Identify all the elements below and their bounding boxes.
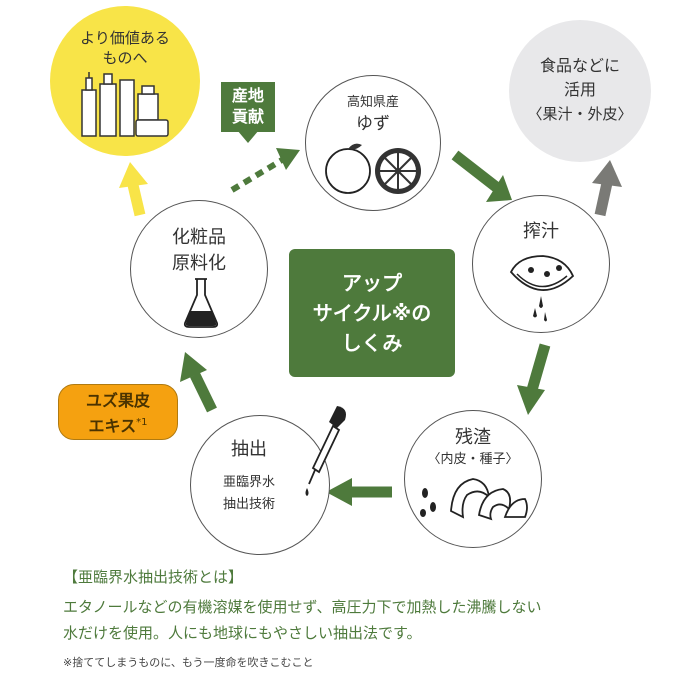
value-circle: より価値ある ものへ — [50, 6, 200, 156]
dropper-icon — [305, 406, 346, 496]
note-body: エタノールなどの有機溶媒を使用せず、高圧力下で加熱した沸騰しない 水だけを使用。… — [63, 594, 663, 646]
value-line2: ものへ — [102, 49, 148, 67]
center-line3: しくみ — [341, 331, 403, 355]
footnote: ※捨ててしまうものに、もう一度命を吹きこむこと — [63, 656, 314, 669]
region-contribution-tag: 産地 貢献 — [221, 82, 275, 132]
cosmetic-line1: 化粧品 — [172, 227, 226, 248]
squeezed-yuzu-icon — [509, 255, 575, 322]
arrow-squeeze-to-residue — [517, 343, 551, 415]
residue-line1: 残渣 — [455, 427, 491, 448]
cosmetic-line2: 原料化 — [172, 253, 226, 274]
yuzu-line2: ゆず — [356, 114, 390, 134]
note-line2: 水だけを使用。人にも地球にもやさしい抽出法です。 — [63, 624, 422, 642]
yuzu-peel-extract-badge: ユズ果皮 エキス*1 — [58, 384, 178, 440]
value-line1: より価値ある — [80, 29, 170, 47]
yuzu-extract-line1: ユズ果皮 — [85, 391, 150, 410]
arrow-cosmetic-to-value — [119, 162, 148, 217]
center-line2: サイクル※の — [312, 301, 432, 325]
node-residue: 残渣 〈内皮・種子〉 — [404, 410, 542, 548]
arrow-yuzu-to-squeeze — [451, 150, 512, 202]
arrow-extract-to-cosmetic — [180, 352, 217, 413]
region-tag-line2: 貢献 — [231, 107, 264, 126]
yuzu-fruit-icon — [325, 143, 421, 194]
yuzu-extract-line2: エキス — [88, 416, 137, 436]
peel-residue-icon — [420, 478, 528, 521]
extract-line2: 亜臨界水 — [223, 475, 276, 490]
food-line2: 活用 — [563, 80, 596, 99]
center-line1: アップ — [342, 271, 402, 295]
node-cosmetic-material: 化粧品 原料化 — [130, 200, 268, 338]
squeeze-label: 搾汁 — [523, 221, 559, 242]
flask-icon — [183, 278, 219, 328]
yuzu-extract-mark: *1 — [136, 417, 148, 428]
node-extract: 抽出 亜臨界水 抽出技術 — [190, 406, 346, 555]
food-use-circle: 食品などに 活用 〈果汁・外皮〉 — [509, 20, 651, 162]
node-kochi-yuzu: 高知県産 ゆず — [305, 75, 441, 211]
tag-pointer — [237, 130, 259, 143]
residue-line2: 〈内皮・種子〉 — [427, 452, 519, 467]
extract-line1: 抽出 — [231, 439, 267, 460]
food-line1: 食品などに — [539, 56, 620, 75]
note-line1: エタノールなどの有機溶媒を使用せず、高圧力下で加熱した沸騰しない — [63, 598, 542, 616]
yuzu-line1: 高知県産 — [346, 95, 399, 110]
arrow-cosmetic-to-yuzu-dotted — [230, 148, 300, 193]
arrow-residue-to-extract — [326, 478, 392, 506]
extract-line3: 抽出技術 — [223, 497, 276, 512]
upcycle-center-box: アップ サイクル※の しくみ — [289, 249, 455, 377]
region-tag-line1: 産地 — [231, 86, 264, 105]
food-line3: 〈果汁・外皮〉 — [527, 105, 633, 123]
note-title: 【亜臨界水抽出技術とは】 — [63, 568, 244, 586]
node-squeeze: 搾汁 — [472, 195, 610, 333]
arrow-squeeze-to-food — [592, 160, 622, 217]
cosmetic-bottles-icon — [81, 72, 169, 137]
